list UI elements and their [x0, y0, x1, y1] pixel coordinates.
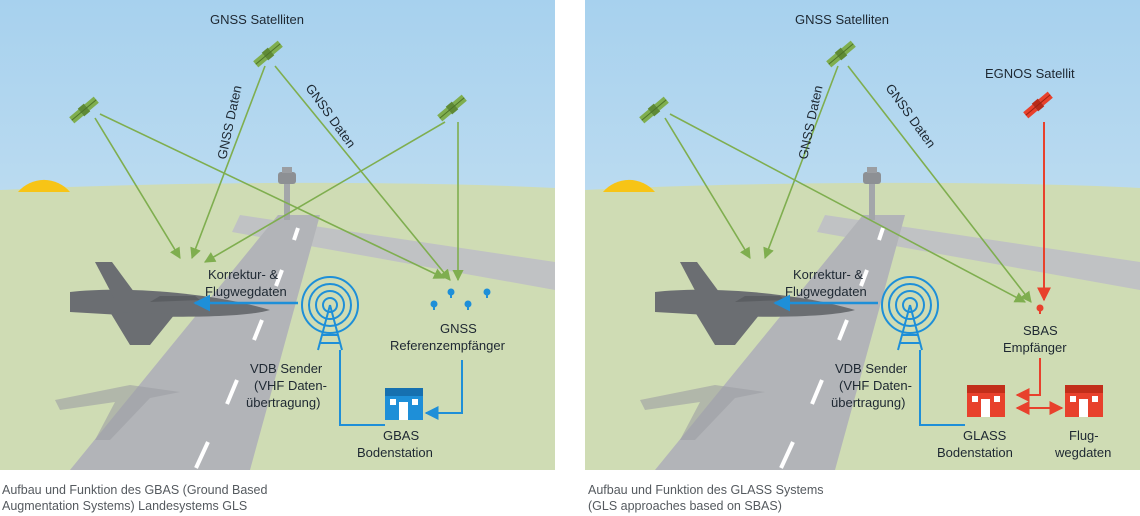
correction-label: Korrektur- &: [208, 267, 278, 282]
sbas-label: SBAS: [1023, 323, 1058, 338]
control-tower-icon: [863, 167, 881, 220]
flight-data-label: Flug-: [1069, 428, 1099, 443]
sun-icon: [18, 179, 70, 192]
antenna-station-link: [919, 350, 965, 426]
correction-label: Korrektur- &: [793, 267, 863, 282]
receivers-label: GNSS: [440, 321, 477, 336]
gnss-satellites-label: GNSS Satelliten: [210, 12, 304, 27]
station-label: Bodenstation: [937, 445, 1013, 460]
glass-caption: Aufbau und Funktion des GLASS Systems (G…: [588, 482, 824, 514]
receiver-station-link: [424, 360, 463, 420]
vdb-antenna-icon: [881, 276, 939, 351]
reference-receiver-icons: [430, 288, 491, 310]
gnss-signal-arrows: [664, 65, 1032, 303]
caption-line: (GLS approaches based on SBAS): [588, 499, 782, 513]
correction-label: Flugwegdaten: [785, 284, 867, 299]
aircraft-icon: [655, 262, 855, 345]
antenna-station-link: [339, 350, 385, 426]
gnss-satellites-label: GNSS Satelliten: [795, 12, 889, 27]
gbas-caption: Aufbau und Funktion des GBAS (Ground Bas…: [2, 482, 267, 514]
control-tower-icon: [278, 167, 296, 220]
glass-diagram-panel: GNSS Satelliten EGNOS Satellit GNSS Date…: [585, 0, 1140, 470]
gbas-diagram-panel: GNSS Satelliten GNSS Daten GNSS Daten Ko…: [0, 0, 555, 470]
aircraft-shadow: [640, 385, 765, 440]
station-label: GBAS: [383, 428, 419, 443]
caption-line: Aufbau und Funktion des GLASS Systems: [588, 483, 824, 497]
gnss-signal-arrows: [94, 65, 464, 282]
vdb-label: VDB Sender: [835, 361, 908, 376]
aircraft-shadow: [55, 385, 180, 440]
aircraft-icon: [70, 262, 270, 345]
caption-line: Augmentation Systems) Landesystems GLS: [2, 499, 248, 513]
caption-line: Aufbau und Funktion des GBAS (Ground Bas…: [2, 483, 268, 497]
egnos-satellite-label: EGNOS Satellit: [985, 66, 1075, 81]
vdb-label: (VHF Daten-: [254, 378, 327, 393]
vdb-antenna-icon: [301, 276, 359, 351]
glass-diagram: GNSS Satelliten EGNOS Satellit GNSS Date…: [585, 0, 1140, 470]
station-label: Bodenstation: [357, 445, 433, 460]
runway-centerline: [779, 227, 885, 469]
sbas-receiver-icon: [1036, 304, 1044, 314]
gbas-diagram: GNSS Satelliten GNSS Daten GNSS Daten Ko…: [0, 0, 555, 470]
sun-icon: [603, 179, 655, 192]
vdb-label: (VHF Daten-: [839, 378, 912, 393]
vdb-label: übertragung): [831, 395, 905, 410]
flight-data-station-icon: [1065, 385, 1103, 417]
sbas-station-link: [1015, 378, 1041, 402]
correction-label: Flugwegdaten: [205, 284, 287, 299]
ground-station-icon: [385, 388, 423, 420]
glass-station-icon: [967, 385, 1005, 417]
station-label: GLASS: [963, 428, 1007, 443]
vdb-label: VDB Sender: [250, 361, 323, 376]
receivers-label: Referenzempfänger: [390, 338, 506, 353]
sbas-label: Empfänger: [1003, 340, 1067, 355]
runway-centerline: [194, 227, 300, 469]
vdb-label: übertragung): [246, 395, 320, 410]
flight-data-label: wegdaten: [1054, 445, 1111, 460]
